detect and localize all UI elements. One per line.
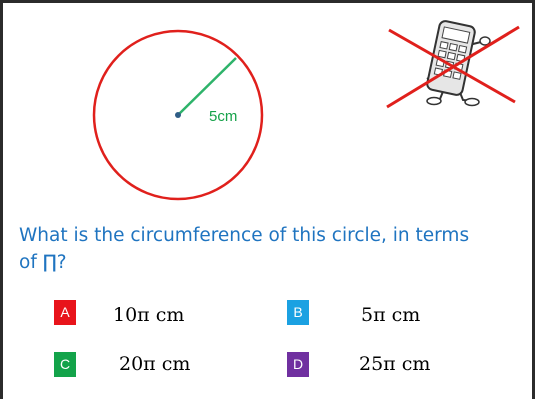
question-text: What is the circumference of this circle… xyxy=(19,225,470,273)
option-a-answer[interactable]: 10π cm xyxy=(113,304,185,326)
radius-label: 5cm xyxy=(209,108,237,125)
option-a-badge[interactable]: A xyxy=(54,300,76,325)
option-d-badge[interactable]: D xyxy=(287,352,309,377)
option-b-answer[interactable]: 5π cm xyxy=(361,304,421,326)
radius-line xyxy=(177,57,237,116)
option-b-badge[interactable]: B xyxy=(287,300,309,325)
option-d-answer[interactable]: 25π cm xyxy=(359,353,431,375)
crossed-out-calculator-icon xyxy=(386,20,520,109)
center-point xyxy=(175,112,181,118)
option-c-badge[interactable]: C xyxy=(54,352,76,377)
option-c-answer[interactable]: 20π cm xyxy=(119,353,191,375)
circle-diagram: 5cm xyxy=(92,20,520,201)
circle xyxy=(92,29,264,201)
